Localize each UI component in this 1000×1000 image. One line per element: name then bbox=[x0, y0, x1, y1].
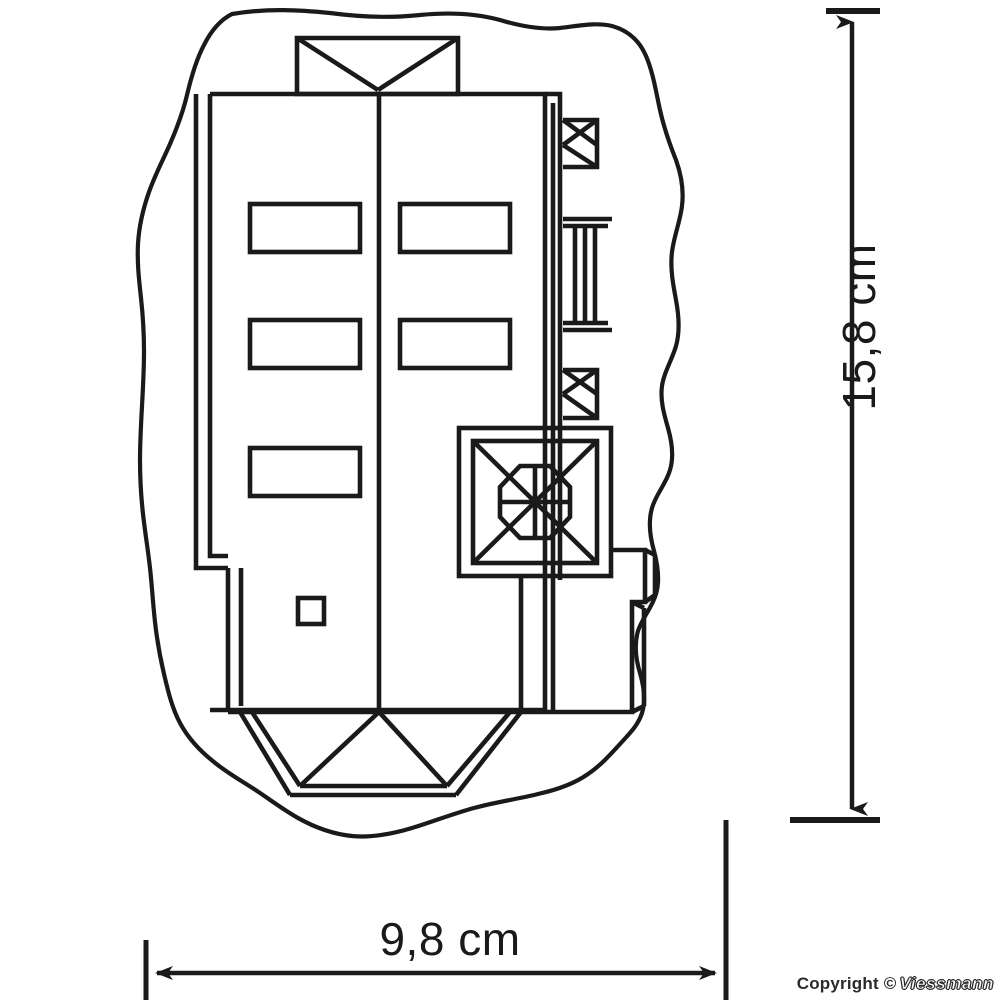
roof-slope-outer-left bbox=[238, 710, 292, 797]
cupola-outer-frame bbox=[456, 425, 614, 579]
step-extension-outline bbox=[611, 547, 648, 715]
roof-hip-left bbox=[298, 710, 381, 788]
horizontal-dimension-label: 9,8 cm bbox=[379, 913, 521, 965]
roof-hip-right bbox=[377, 710, 449, 788]
terrain-outline bbox=[135, 8, 685, 839]
brand-wordmark: Viessmann bbox=[899, 974, 994, 994]
horizontal-dimension bbox=[143, 820, 729, 1000]
window-upper-left bbox=[247, 201, 363, 255]
vertical-dimension-label: 15,8 cm bbox=[833, 243, 885, 411]
right-step-extension bbox=[611, 547, 658, 715]
lattice-brace-lower-3 bbox=[561, 392, 599, 420]
lattice-brace-lower-2 bbox=[561, 368, 599, 396]
gable-slope-right bbox=[376, 36, 460, 92]
cupola-inner-frame bbox=[470, 438, 600, 566]
lattice-panel-lower bbox=[563, 367, 600, 421]
gable-slope-left bbox=[295, 36, 380, 92]
roof-slope-inner-right bbox=[445, 710, 512, 788]
lower-hipped-roof bbox=[238, 710, 523, 798]
lattice-brace-upper-2 bbox=[561, 118, 599, 147]
copyright-prefix: Copyright © bbox=[796, 974, 897, 993]
window-lower-left bbox=[247, 445, 363, 499]
side-lattice-tower bbox=[561, 117, 612, 421]
window-upper-right bbox=[397, 201, 513, 255]
cupola-assembly bbox=[456, 425, 614, 712]
copyright-notice: Copyright ©Viessmann bbox=[797, 974, 994, 994]
vertical-dimension bbox=[790, 8, 880, 823]
building-body bbox=[193, 91, 620, 715]
left-outer-wall-edge bbox=[193, 94, 228, 571]
window-middle-right bbox=[397, 317, 513, 371]
gable-box bbox=[294, 35, 461, 97]
roof-gable bbox=[294, 35, 461, 97]
roof-slope-outer-right bbox=[454, 710, 523, 797]
lattice-brace-upper-3 bbox=[561, 143, 599, 169]
octagon-vent bbox=[497, 463, 573, 541]
window-small-square bbox=[295, 595, 327, 627]
roof-slope-inner-left bbox=[250, 710, 302, 788]
window-group bbox=[247, 201, 513, 627]
window-middle-left bbox=[247, 317, 363, 371]
